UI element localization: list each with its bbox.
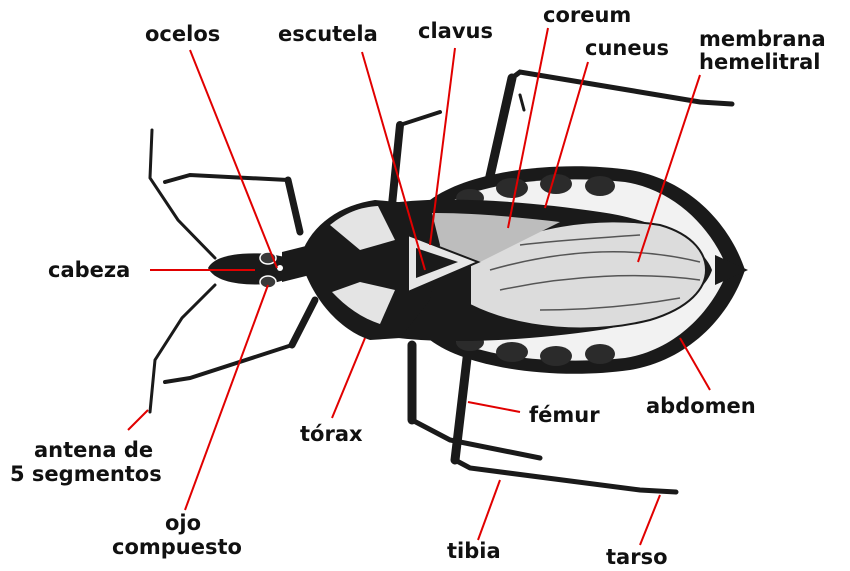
leader-tibia: [478, 480, 500, 540]
label-membrana-line2: hemelitral: [699, 50, 820, 74]
label-tarso: tarso: [606, 545, 668, 569]
leader-tarso: [640, 495, 660, 545]
label-coreum: coreum: [543, 3, 631, 27]
leader-abdomen: [680, 338, 710, 390]
label-antena-line1: antena de: [34, 438, 153, 462]
insect-illustration: [150, 72, 748, 492]
leader-ojo: [185, 285, 268, 510]
label-torax: tórax: [300, 422, 363, 446]
label-tibia: tibia: [447, 539, 501, 563]
leader-ocelos: [190, 50, 277, 268]
label-femur: fémur: [529, 403, 600, 427]
leader-torax: [332, 338, 365, 418]
label-ocelos: ocelos: [145, 22, 220, 46]
leader-femur: [468, 402, 520, 412]
label-ojo-line2: compuesto: [112, 535, 242, 559]
leader-antena: [128, 410, 148, 430]
label-escutela: escutela: [278, 22, 378, 46]
label-cabeza: cabeza: [48, 258, 130, 282]
ocelli: [277, 265, 283, 271]
label-antena-line2: 5 segmentos: [10, 462, 162, 486]
label-abdomen: abdomen: [646, 394, 756, 418]
label-cuneus: cuneus: [585, 36, 669, 60]
label-clavus: clavus: [418, 19, 493, 43]
label-ojo-line1: ojo: [165, 511, 201, 535]
label-membrana-line1: membrana: [699, 27, 826, 51]
